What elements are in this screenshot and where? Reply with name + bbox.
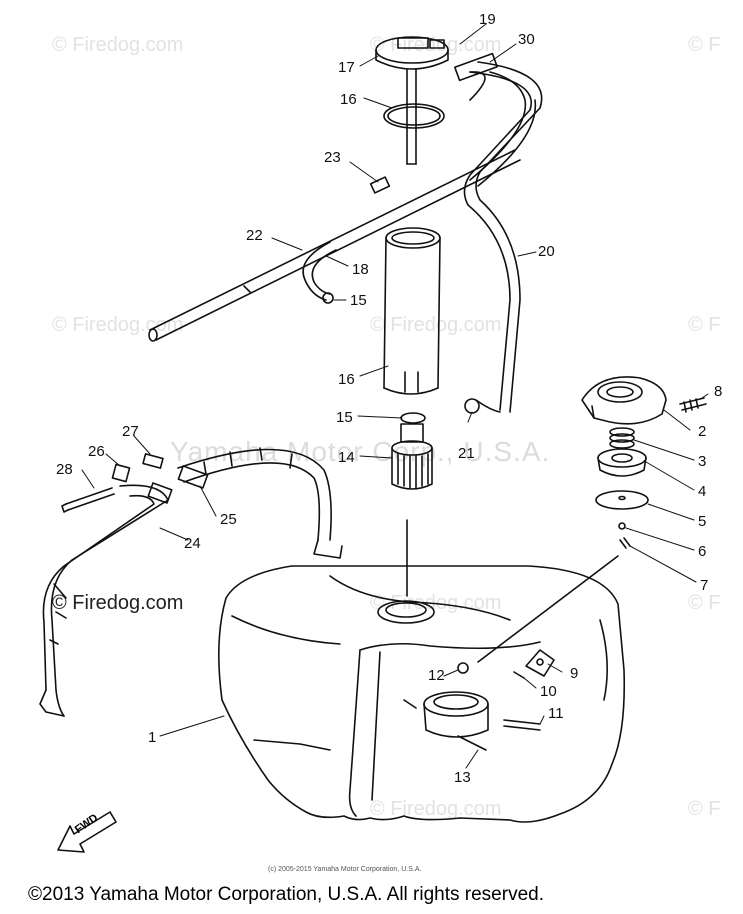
tank-band-26 <box>177 447 343 559</box>
watermark: © Firedog.com <box>370 34 502 56</box>
clamp-22 <box>464 398 501 414</box>
bolt-8 <box>679 397 707 413</box>
callout-3: 3 <box>698 453 707 470</box>
collar-28 <box>142 453 164 469</box>
callout-11: 11 <box>548 705 564 722</box>
callout-28: 27 <box>122 423 139 440</box>
callout-26: 25 <box>220 511 237 528</box>
callout-8: 8 <box>714 383 723 400</box>
tank-band-25 <box>39 482 173 717</box>
fuel-sender-cap <box>375 36 449 70</box>
callout-18: 17 <box>338 59 355 76</box>
fuel-cap-2 <box>581 376 667 425</box>
callout-1: 1 <box>148 729 157 746</box>
callout-27: 26 <box>88 443 105 460</box>
watermark: © F <box>688 592 721 614</box>
forward-arrow-icon <box>57 811 117 853</box>
callout-24: 23 <box>324 149 341 166</box>
copyright-text: ©2013 Yamaha Motor Corporation, U.S.A. A… <box>28 884 544 905</box>
callout-13: 13 <box>454 769 471 786</box>
clip-24 <box>369 176 391 194</box>
sender-tube <box>406 69 417 165</box>
fuel-filter-14 <box>391 423 433 490</box>
callout-9: 9 <box>570 665 579 682</box>
watermark-center: Yamaha Motor Corp., U.S.A. <box>170 436 551 467</box>
leader-lines <box>81 23 709 769</box>
callout-6: 6 <box>698 543 707 560</box>
small-credit-text: (c) 2005-2015 Yamaha Motor Corporation, … <box>268 866 422 873</box>
spacer-27 <box>111 463 131 483</box>
vent-pipe-23 <box>148 71 537 342</box>
callout-12: 12 <box>428 667 445 684</box>
callout-22: 21 <box>458 445 475 462</box>
watermark: © F <box>688 34 721 56</box>
hose-19 <box>302 241 337 304</box>
callout-29: 28 <box>56 461 73 478</box>
hoses-30-21 <box>454 52 543 413</box>
callout-21: 20 <box>538 243 555 260</box>
callout-25: 24 <box>184 535 201 552</box>
watermark: © F <box>688 798 721 820</box>
watermark: © Firedog.com <box>370 798 502 820</box>
callout-10: 10 <box>540 683 557 700</box>
callout-2: 2 <box>698 423 707 440</box>
watermark: © Firedog.com <box>370 314 502 336</box>
watermark: © F <box>688 314 721 336</box>
callout-5: 5 <box>698 513 707 530</box>
callout-16: 16 <box>338 371 355 388</box>
watermark: © Firedog.com <box>52 34 184 56</box>
clamp-15-lower <box>400 412 426 424</box>
gasket-5 <box>595 490 649 510</box>
callout-19: 18 <box>352 261 369 278</box>
callout-30: 30 <box>518 31 535 48</box>
callout-7: 7 <box>700 577 709 594</box>
callout-14: 14 <box>338 449 355 466</box>
fuel-tank-1 <box>218 519 626 823</box>
cap-cup-4 <box>597 448 647 477</box>
fuel-strainer-tube-16 <box>383 227 441 395</box>
callout-4: 4 <box>698 483 707 500</box>
small-parts-6-7 <box>618 522 631 549</box>
watermark-dark: © Firedog.com <box>52 592 184 614</box>
spring-3 <box>609 427 635 449</box>
callout-23: 22 <box>246 227 263 244</box>
o-ring <box>383 103 445 129</box>
callout-17: 16 <box>340 91 357 108</box>
callout-15-upper: 15 <box>350 292 367 309</box>
callout-15-lower: 15 <box>336 409 353 426</box>
callout-20: 19 <box>479 11 496 28</box>
bolt-29 <box>61 487 115 513</box>
